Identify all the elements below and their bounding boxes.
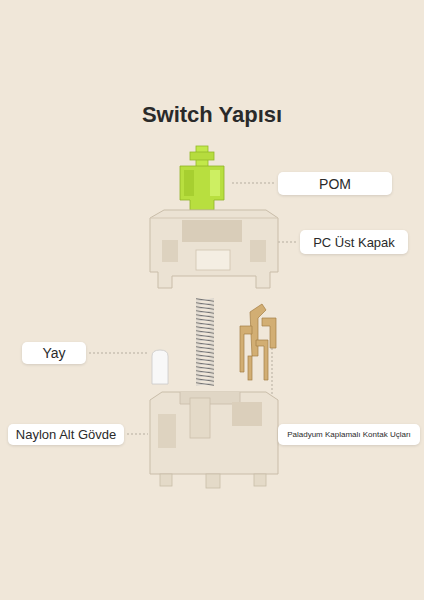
contact-leaf: [240, 304, 276, 380]
label-box: Yay: [22, 342, 86, 364]
label-box: PC Üst Kapak: [300, 230, 408, 254]
label-box: POM: [278, 172, 392, 195]
spring: [196, 298, 214, 386]
diagram-title: Switch Yapısı: [0, 102, 424, 128]
label-box: Paladyum Kaplamalı Kontak Uçları: [278, 424, 420, 445]
part-label: Naylon Alt Gövde: [16, 427, 116, 442]
part-label: POM: [319, 176, 351, 192]
pom-stem: [180, 146, 224, 210]
label-box: Naylon Alt Gövde: [8, 424, 124, 445]
part-label: PC Üst Kapak: [313, 235, 395, 250]
bottom-housing: [150, 392, 278, 488]
led-diffuser: [152, 350, 168, 384]
top-housing: [150, 210, 278, 288]
part-label: Paladyum Kaplamalı Kontak Uçları: [287, 430, 411, 439]
part-label: Yay: [42, 345, 65, 361]
